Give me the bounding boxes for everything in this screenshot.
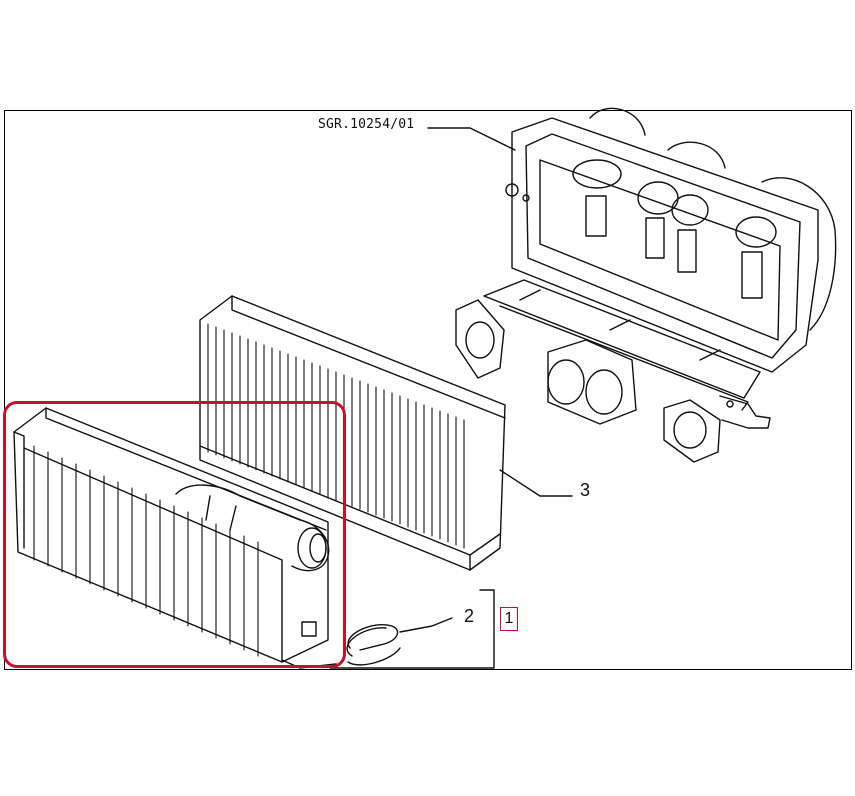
clip-ring-part	[346, 624, 401, 666]
callout-3-label: 3	[580, 480, 591, 500]
intake-manifold-part	[455, 107, 837, 463]
callout-1-label[interactable]: 1	[500, 607, 518, 631]
diagram-frame	[4, 110, 852, 670]
reference-leader-line	[427, 127, 516, 151]
callout-2-label: 2	[464, 606, 475, 626]
part-3-leader-line	[499, 469, 573, 497]
highlight-box	[3, 401, 346, 668]
filter-cover-part	[13, 407, 337, 669]
part-2-leader-line	[399, 617, 453, 633]
assembly-bracket-line	[329, 589, 495, 669]
air-filter-part	[199, 295, 506, 571]
reference-code-label: SGR.10254/01	[318, 117, 415, 132]
